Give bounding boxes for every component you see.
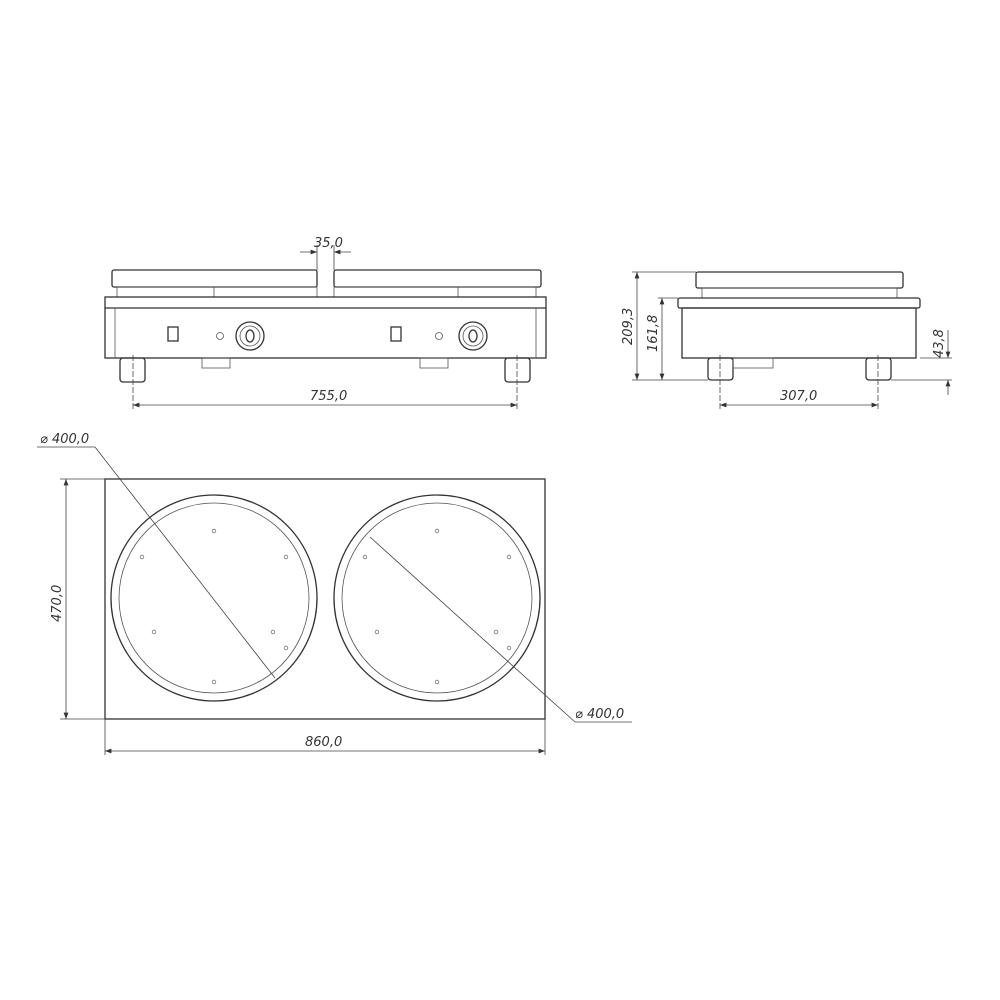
foot-left [119, 357, 146, 383]
width-dimension: 860,0 [305, 735, 342, 750]
control-knob-right [458, 321, 488, 351]
indicator-light-left [216, 332, 224, 340]
feet-spacing-dimension: 755,0 [310, 389, 347, 404]
depth-dimension: 470,0 [50, 585, 65, 622]
side-foot-right [865, 357, 892, 381]
left-plate-diameter-dimension: ⌀ 400,0 [40, 432, 89, 447]
foot-right [504, 357, 531, 383]
right-plate-diameter-dimension: ⌀ 400,0 [575, 707, 624, 722]
left-plate [110, 494, 318, 702]
side-view: 209,3 161,8 43,8 307,0 [621, 271, 952, 410]
side-feet-spacing-dimension: 307,0 [780, 389, 817, 404]
side-foot-left [707, 357, 734, 381]
top-view: ⌀ 400,0 ⌀ 400,0 470,0 860,0 [37, 432, 632, 755]
leg-height-dimension: 43,8 [932, 329, 947, 358]
total-height-dimension: 209,3 [621, 308, 636, 345]
switch-right [390, 326, 402, 342]
front-view: 35,0 755,0 [104, 236, 547, 410]
switch-left [167, 326, 179, 342]
indicator-light-right [435, 332, 443, 340]
body-height-dimension: 161,8 [646, 315, 661, 352]
control-knob-left [235, 321, 265, 351]
right-plate [333, 494, 541, 702]
plate-gap-dimension: 35,0 [314, 236, 343, 251]
